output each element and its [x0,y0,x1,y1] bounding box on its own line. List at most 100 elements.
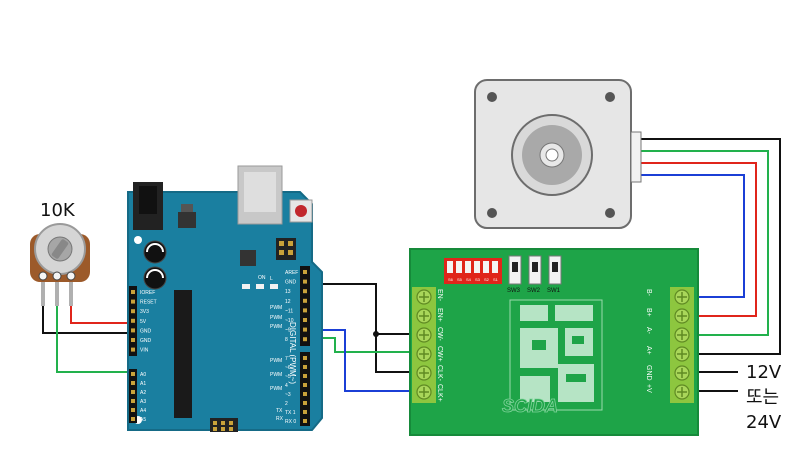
led [256,284,264,289]
header-pin [303,270,307,274]
header-pin [303,318,307,322]
header-pin [303,298,307,303]
header-pin [303,279,307,284]
analog-pin-label: A3 [140,399,146,405]
led-l-label: L [270,276,273,282]
header-pin [131,299,135,304]
wires [42,138,781,392]
dip-slot [483,261,489,273]
digital-pin-label: ~11 [285,308,293,314]
digital-pin-label: 12 [285,299,291,305]
header-pin [303,289,307,294]
power-label-12v: 12V [746,362,782,383]
dip-label: S4 [466,277,472,282]
pwm-mark: PWM [270,386,282,392]
header-pin [131,347,135,352]
power-pin-label: 3V3 [140,309,149,315]
header-pin [131,381,135,385]
header-pin [131,338,135,342]
power-label-or: 또는 [746,387,779,408]
dip-label: S5 [457,277,463,282]
led [270,284,278,289]
digital-pin-label: ~3 [285,392,291,398]
header-pin [303,356,307,360]
terminal-label: A+ [645,346,652,355]
dc-jack-inner [139,186,157,214]
motor-wire-blue [640,174,745,298]
digital-pin-label: 2 [285,401,288,407]
digital-header-label: DIGITAL (PWM~) [288,322,297,384]
digital-pin-label: TX 1 [285,410,296,416]
power-pin-label: IOREF [140,290,155,296]
terminal-label: CLK+ [436,384,443,402]
header-pin [131,309,135,314]
terminal-label: A- [645,327,652,335]
pot-label: 10K [40,200,76,221]
terminal-label: EN+ [436,308,443,322]
header-pin [131,399,135,403]
pwm-mark: PWM [270,372,282,378]
right-terminals: B-B+A-A+GND+V [645,289,690,400]
left-terminals: EN-EN+CW-CW+CLK-CLK+ [416,289,443,402]
terminal-label: CW- [436,327,443,342]
digital-pin-label: ~6 [285,365,291,371]
motor-screw [605,92,615,102]
pwm-mark: PWM [270,358,282,364]
dip-label: S3 [475,277,481,282]
header-pin [303,392,307,396]
usb-chip [240,250,256,266]
digital-header-top [300,266,310,346]
power-pin-label: RESET [140,300,157,306]
power-label-24v: 24V [746,412,782,433]
dip-label: S2 [484,277,490,282]
dip-slot [474,261,480,273]
icsp-header-top [276,238,296,260]
header-pin [131,318,135,323]
slide-switch-knob [532,262,538,272]
pot-leg-1 [41,282,45,306]
header-pin [131,290,135,294]
wire-junction [373,331,379,337]
motor-shaft [545,148,559,162]
pot-leg-2 [55,282,59,306]
driver-watermark: SCIDA [502,396,558,416]
atmega-chip [174,290,192,418]
motor-wire-red [640,162,757,317]
pot-knob-slot [51,239,69,259]
pot-wire-red [70,288,133,324]
motor-screw [487,92,497,102]
digital-pin-label: RX 0 [285,419,296,425]
on-label: ON [258,275,266,281]
header-pin [303,374,307,378]
dip-slot [492,261,498,273]
icsp-header-bottom [210,418,238,432]
digital-pin-label: ~5 [285,374,291,380]
analog-header [129,369,137,423]
driver-circuit-area [509,299,603,411]
header-pin [131,417,135,421]
pot-pin-right [66,271,76,281]
header-pin [303,401,307,405]
dip-slot [447,261,453,273]
motor-screw [487,208,497,218]
analog-pin-label: A0 [140,372,146,378]
motor-wire-black [640,138,781,355]
header-pin [303,337,307,342]
pot-pin-left [38,271,48,281]
power-pin-label: GND [140,338,152,344]
potentiometer: 10K [30,200,90,306]
terminal-label: B- [645,289,652,297]
digital-pin-label: ~9 [285,328,291,334]
dip-slot [456,261,462,273]
header-pin [303,327,307,332]
slide-switch-label: SW3 [507,288,521,294]
analog-pin-label: A2 [140,390,146,396]
regulator-tab [181,204,193,212]
reset-button-cap [295,205,307,217]
